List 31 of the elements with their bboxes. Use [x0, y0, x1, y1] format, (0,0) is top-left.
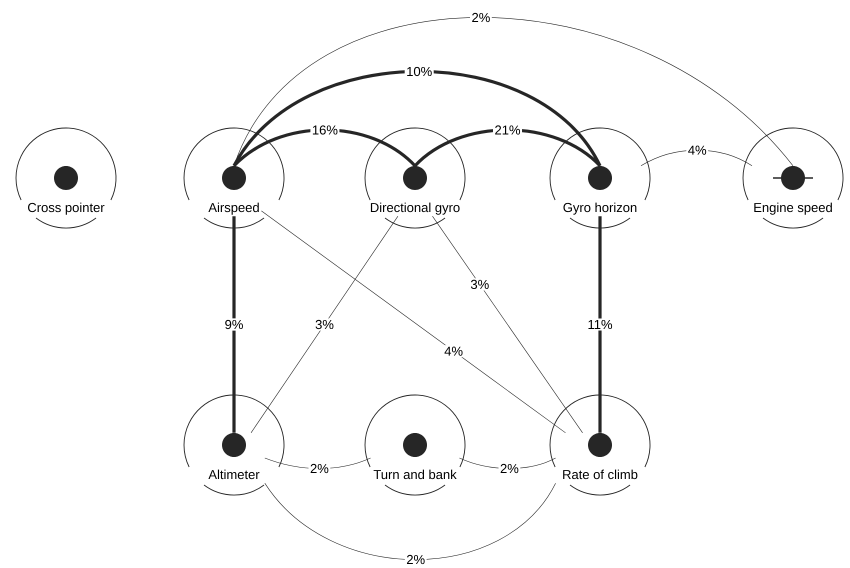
connector: [432, 216, 583, 434]
edge-label: 10%: [404, 65, 434, 78]
edge-label: 3%: [468, 278, 491, 290]
edge-label: 21%: [493, 124, 522, 136]
connector: [250, 216, 398, 434]
edge-label: 2%: [470, 11, 492, 24]
instrument-label: Altimeter: [208, 470, 260, 480]
instrument-label: Engine speed: [754, 202, 832, 215]
instrument-label: Turn and bank: [374, 470, 457, 480]
connector: [264, 482, 556, 560]
connector: [232, 70, 602, 167]
instrument-label: Directional gyro: [370, 202, 460, 215]
instrument-label: Airspeed: [208, 202, 259, 215]
edge-label: 2%: [404, 553, 427, 566]
edge-label: 3%: [314, 318, 336, 331]
instrument-label: Rate of climb: [563, 470, 638, 480]
connector: [261, 210, 566, 434]
edge-label: 4%: [686, 144, 708, 156]
instrument-label: Cross pointer: [28, 202, 104, 215]
edge-label: 16%: [310, 124, 340, 136]
instrument-label: Gyro horizon: [563, 202, 636, 215]
edge-label: 4%: [442, 345, 464, 358]
connector: [459, 458, 556, 469]
edge-label: 2%: [498, 462, 520, 475]
edge-label: 2%: [308, 462, 330, 475]
connector: [232, 216, 236, 433]
edge-label: 11%: [586, 318, 614, 331]
edge-label: 9%: [223, 318, 245, 331]
connector: [640, 150, 752, 166]
connector: [598, 216, 602, 433]
connector: [264, 458, 371, 469]
